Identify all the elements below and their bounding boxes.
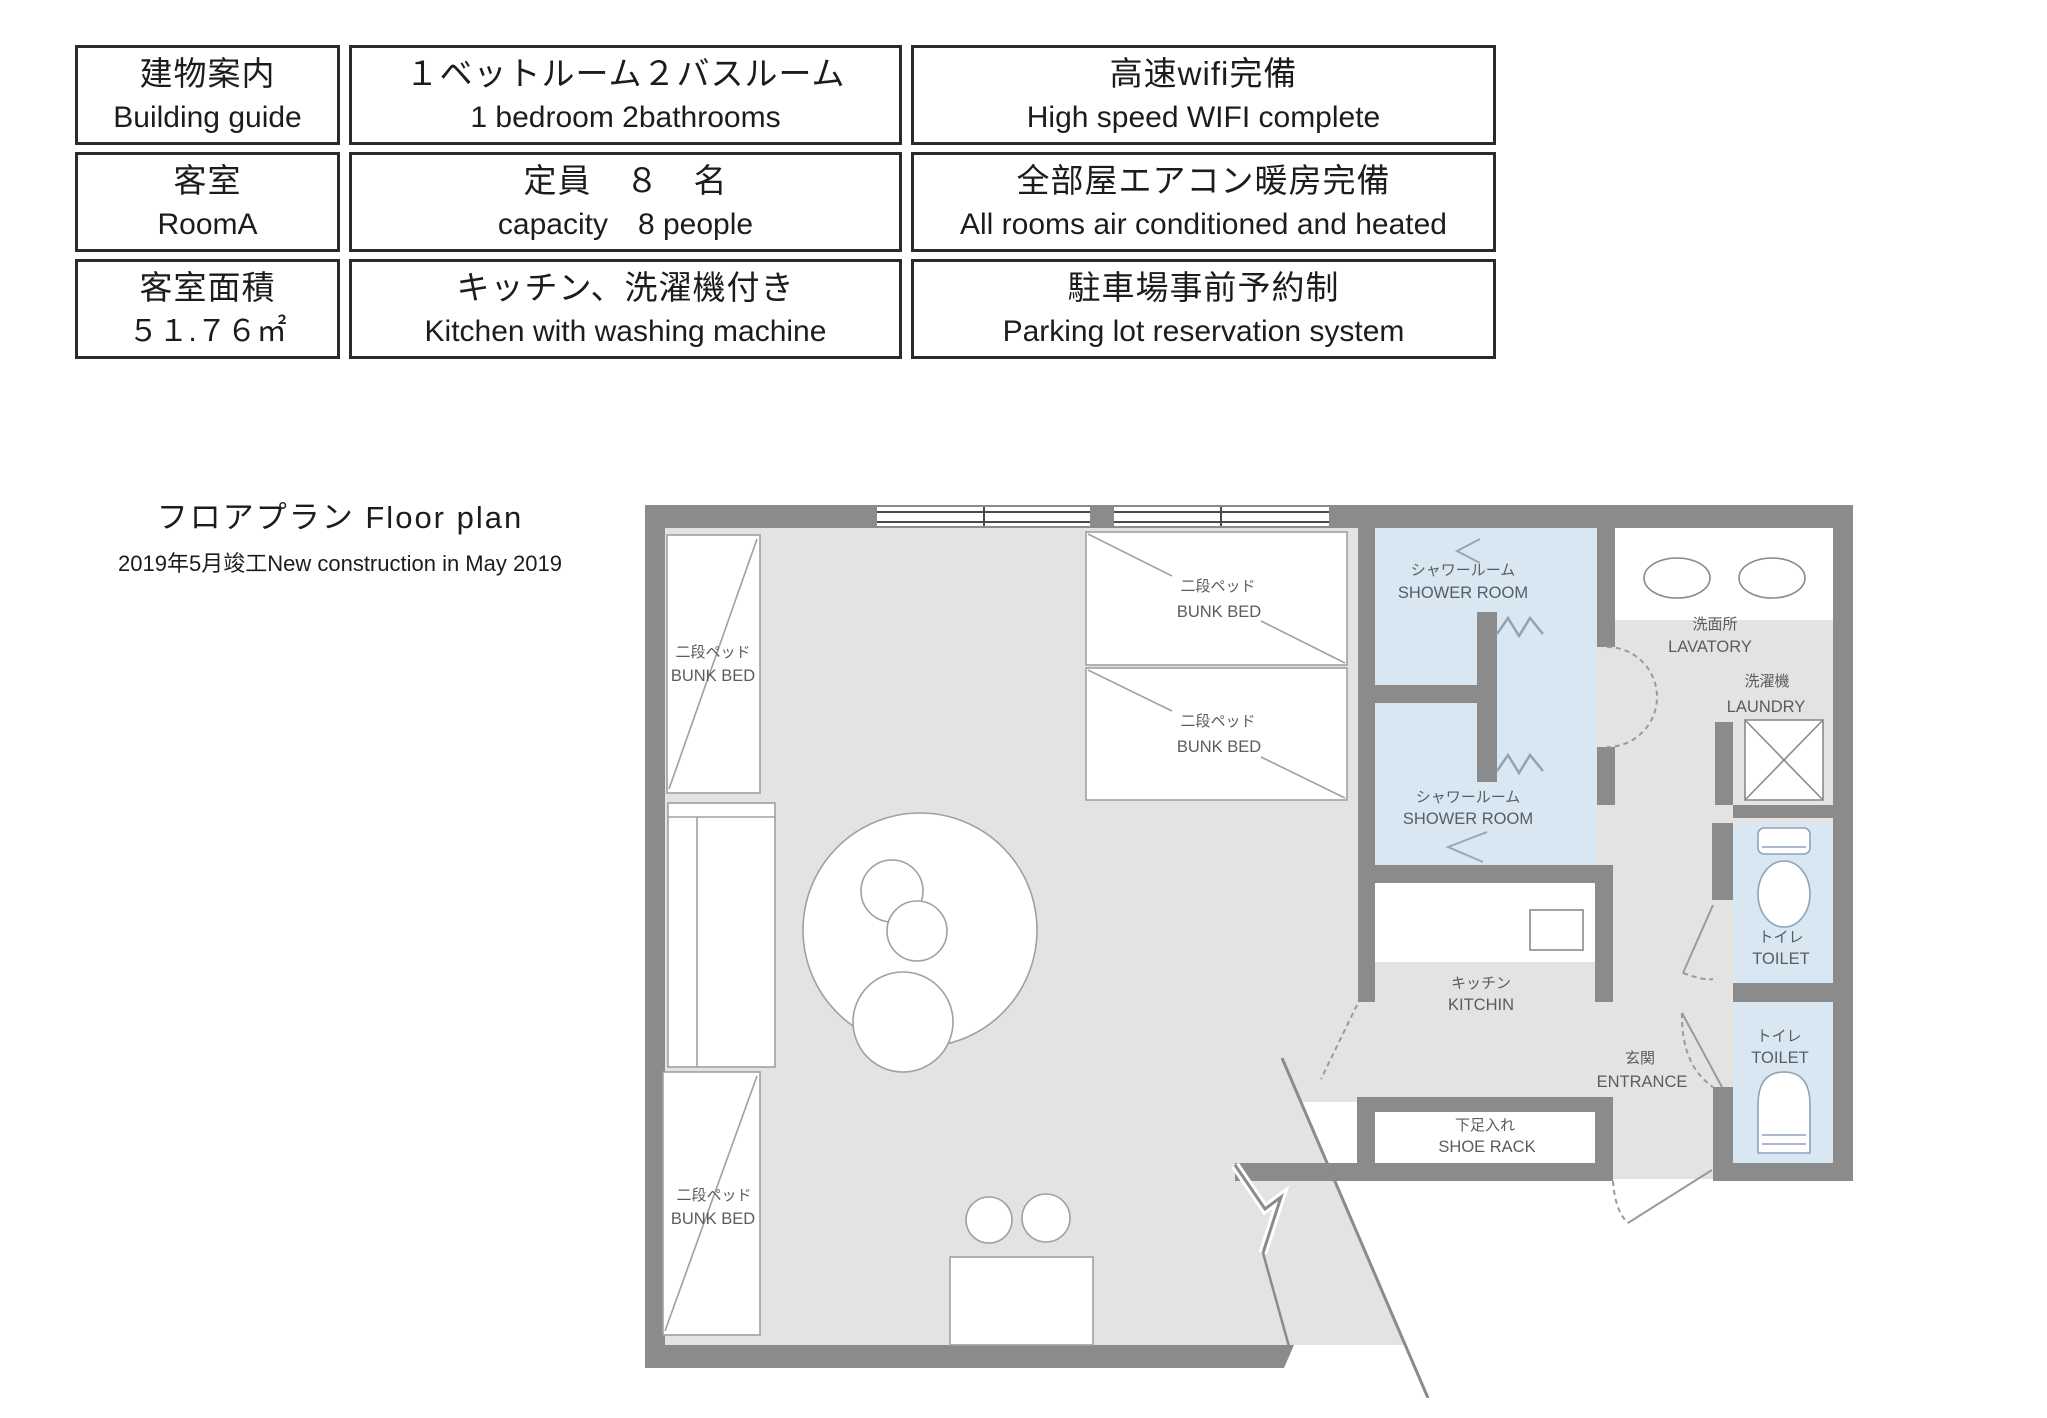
label-bunk-bed-bl-jp: 二段ペッド [676, 1187, 751, 1204]
bunk-bed-top-left-icon [666, 534, 761, 794]
label-shower-1-jp: シャワールーム [1411, 562, 1516, 579]
cell-room-name: 客室 RoomA [75, 152, 340, 252]
cell-bedrooms-jp: １ベットルーム２バスルーム [405, 55, 846, 92]
label-bunk-bed-bl-en: BUNK BED [671, 1210, 755, 1228]
label-shoe-rack-en: SHOE RACK [1438, 1138, 1535, 1156]
cell-aircon-jp: 全部屋エアコン暖房完備 [1016, 162, 1391, 199]
floor-plan: 二段ペッド BUNK BED 二段ペッド BUNK BED 二段ペッド BUNK… [645, 505, 1853, 1398]
label-entrance-jp: 玄関 [1625, 1050, 1655, 1067]
label-shower-1-en: SHOWER ROOM [1398, 584, 1528, 602]
label-toilet-1-jp: トイレ [1758, 929, 1803, 946]
toilet-icon [1757, 827, 1811, 928]
cell-capacity-jp: 定員 ８ 名 [523, 162, 728, 199]
chair-icon [886, 900, 948, 962]
cell-kitchen-washer-en: Kitchen with washing machine [424, 315, 827, 348]
bunk-bed-right-2-icon [1085, 667, 1348, 801]
floor-entry-gap [1613, 1163, 1713, 1179]
cell-room-area-jp: 客室面積 [139, 269, 276, 306]
label-shower-2-jp: シャワールーム [1416, 789, 1521, 806]
label-toilet-2-jp: トイレ [1756, 1028, 1801, 1045]
cell-parking-en: Parking lot reservation system [1002, 315, 1405, 348]
cell-capacity: 定員 ８ 名 capacity 8 people [349, 152, 902, 252]
label-lavatory-en: LAVATORY [1668, 638, 1752, 656]
label-bunk-bed-tl-jp: 二段ペッド [675, 644, 750, 661]
chair-icon [852, 971, 954, 1073]
label-laundry-en: LAUNDRY [1727, 698, 1806, 716]
label-bunk-bed-r1-jp: 二段ペッド [1180, 578, 1255, 595]
cell-room-area: 客室面積 ５１.７６㎡ [75, 259, 340, 359]
label-shoe-rack-jp: 下足入れ [1455, 1117, 1515, 1134]
cell-aircon-en: All rooms air conditioned and heated [960, 208, 1447, 241]
furniture [662, 531, 1824, 1346]
label-bunk-bed-r2-en: BUNK BED [1177, 738, 1261, 756]
chair-icon [965, 1196, 1013, 1244]
label-entrance-en: ENTRANCE [1597, 1073, 1688, 1091]
label-toilet-1-en: TOILET [1752, 950, 1809, 968]
cell-building-guide-en: Building guide [113, 101, 302, 134]
bunk-bed-right-1-icon [1085, 531, 1348, 666]
shower-chevron-icon [1445, 538, 1488, 863]
toilet-icon [1757, 1071, 1811, 1154]
door-swing-icon [1320, 646, 1723, 1224]
caption-title: フロアプラン Floor plan [40, 492, 640, 537]
label-bunk-bed-tl-en: BUNK BED [671, 667, 755, 685]
cell-bedrooms-en: 1 bedroom 2bathrooms [470, 101, 781, 134]
floor-plan-caption: フロアプラン Floor plan 2019年5月竣工New construct… [40, 492, 640, 578]
cell-wifi: 高速wifi完備 High speed WIFI complete [911, 45, 1496, 145]
washing-machine-icon [1744, 719, 1824, 801]
cell-parking: 駐車場事前予約制 Parking lot reservation system [911, 259, 1496, 359]
caption-title-jp: フロアプラン [156, 500, 355, 535]
cell-bedrooms-bathrooms: １ベットルーム２バスルーム 1 bedroom 2bathrooms [349, 45, 902, 145]
label-bunk-bed-r2-jp: 二段ペッド [1180, 713, 1255, 730]
break-line-icon [1231, 1057, 1430, 1398]
folding-door-icon [1495, 615, 1544, 776]
caption-title-en: Floor plan [365, 500, 524, 535]
chair-icon [1021, 1193, 1071, 1243]
label-toilet-2-en: TOILET [1751, 1049, 1808, 1067]
closet-icon [667, 802, 776, 1068]
cell-parking-jp: 駐車場事前予約制 [1067, 269, 1340, 306]
window-icon [877, 507, 1329, 526]
kitchen-sink-icon [1529, 909, 1584, 951]
cell-capacity-en: capacity 8 people [497, 208, 754, 241]
label-kitchen-jp: キッチン [1451, 975, 1511, 992]
cell-wifi-jp: 高速wifi完備 [1109, 55, 1298, 92]
round-table-icon [802, 812, 1038, 1073]
label-lavatory-jp: 洗面所 [1692, 616, 1737, 633]
cell-room-name-jp: 客室 [173, 162, 242, 199]
cell-building-guide-jp: 建物案内 [139, 55, 276, 92]
room-shoe-rack [1375, 1112, 1595, 1163]
cell-aircon: 全部屋エアコン暖房完備 All rooms air conditioned an… [911, 152, 1496, 252]
bunk-bed-bottom-left-icon [662, 1071, 761, 1336]
label-shower-2-en: SHOWER ROOM [1403, 810, 1533, 828]
cell-kitchen-washer: キッチン、洗濯機付き Kitchen with washing machine [349, 259, 902, 359]
sink-icon [1643, 557, 1806, 599]
label-kitchen-en: KITCHIN [1448, 996, 1514, 1014]
cell-room-area-en: ５１.７６㎡ [128, 315, 287, 348]
label-bunk-bed-r1-en: BUNK BED [1177, 603, 1261, 621]
caption-subtitle: 2019年5月竣工New construction in May 2019 [118, 551, 562, 576]
info-table: 建物案内 Building guide １ベットルーム２バスルーム 1 bedr… [75, 45, 1496, 359]
cell-kitchen-washer-jp: キッチン、洗濯機付き [456, 269, 795, 306]
cell-building-guide: 建物案内 Building guide [75, 45, 340, 145]
cell-room-name-en: RoomA [157, 208, 258, 241]
cell-wifi-en: High speed WIFI complete [1026, 101, 1381, 134]
label-laundry-jp: 洗濯機 [1744, 673, 1789, 690]
dining-table-icon [949, 1193, 1094, 1346]
